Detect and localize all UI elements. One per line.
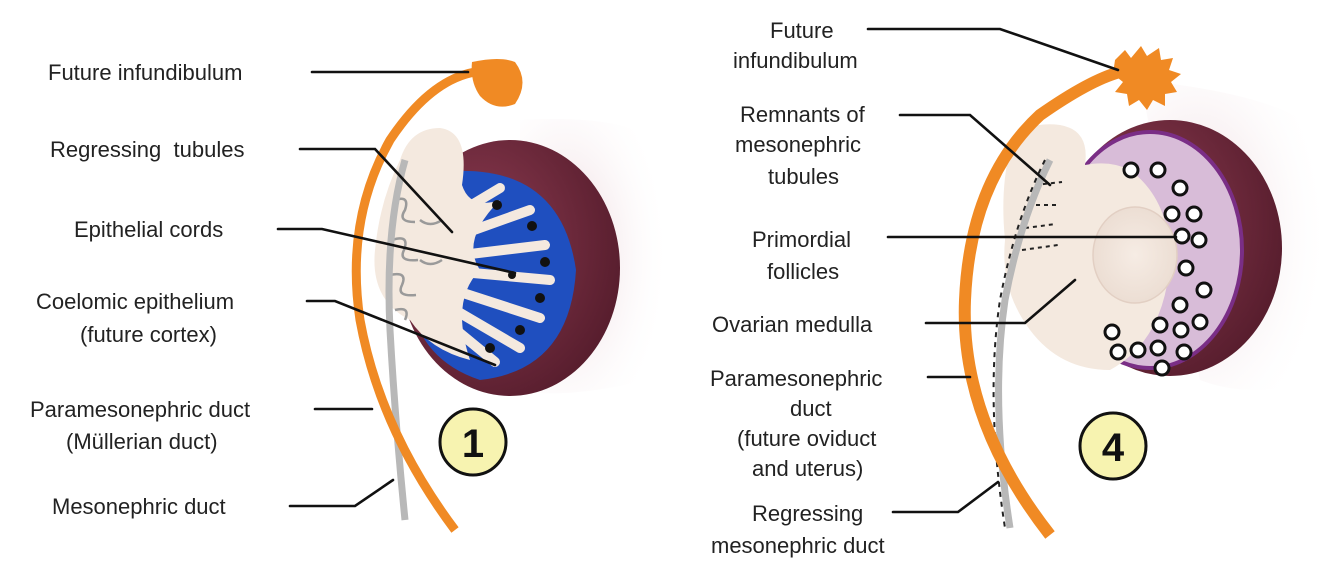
label-primordial: Primordial bbox=[752, 227, 851, 252]
label-infundibulum-4: infundibulum bbox=[733, 48, 858, 73]
paramesonephric-duct bbox=[351, 67, 476, 533]
label-paramesonephric-4: Paramesonephric bbox=[710, 366, 882, 391]
regressing-tubules bbox=[389, 197, 443, 321]
panel-4: Future infundibulum Remnants of mesoneph… bbox=[710, 18, 1330, 558]
gonad-stroma bbox=[374, 128, 500, 360]
germ-cells bbox=[485, 200, 550, 353]
label-regressing-4: Regressing bbox=[752, 501, 863, 526]
fimbriated-infundibulum bbox=[1113, 46, 1181, 110]
label-tubules-4: tubules bbox=[768, 164, 839, 189]
label-epithelial-cords: Epithelial cords bbox=[74, 217, 223, 242]
paramesonephric-duct-4 bbox=[958, 66, 1122, 539]
panel-1: Future infundibulum Regressing tubules E… bbox=[30, 59, 671, 533]
panel-1-badge-number: 1 bbox=[462, 422, 484, 466]
label-mesonephric-duct: Mesonephric duct bbox=[52, 494, 226, 519]
label-future-oviduct: (future oviduct bbox=[737, 426, 876, 451]
panel-4-badge-number: 4 bbox=[1102, 426, 1125, 470]
label-remnants-of: Remnants of bbox=[740, 102, 866, 127]
ovarian-medulla bbox=[1092, 206, 1178, 304]
ovary-stroma bbox=[1003, 124, 1170, 371]
label-mesonephric-4: mesonephric bbox=[735, 132, 861, 157]
primordial-follicles bbox=[1103, 161, 1213, 377]
leader-coelomic bbox=[305, 299, 497, 367]
label-future-infundibulum: Future infundibulum bbox=[48, 60, 242, 85]
leader-cords bbox=[276, 227, 517, 275]
future-infundibulum bbox=[471, 59, 523, 107]
label-regressing-tubules: Regressing tubules bbox=[50, 137, 244, 162]
regressing-mesonephric-duct-outline bbox=[992, 159, 1046, 529]
label-mullerian-duct: (Müllerian duct) bbox=[66, 429, 218, 454]
label-duct-4: duct bbox=[790, 396, 832, 421]
label-regressing-mesonephric-duct: mesonephric duct bbox=[711, 533, 885, 558]
leader-remnants bbox=[898, 113, 1052, 187]
leader-infundibulum-4 bbox=[866, 27, 1120, 72]
leader-regressing-duct bbox=[891, 480, 1000, 514]
leader-tubules bbox=[298, 147, 454, 234]
mesonephric-duct bbox=[385, 159, 409, 521]
leader-mesonephric bbox=[288, 478, 395, 508]
label-follicles: follicles bbox=[767, 259, 839, 284]
epithelial-cords bbox=[445, 183, 555, 367]
label-future-4: Future bbox=[770, 18, 834, 43]
label-coelomic-epithelium: Coelomic epithelium bbox=[36, 289, 234, 314]
label-and-uterus: and uterus) bbox=[752, 456, 863, 481]
leader-medulla bbox=[924, 278, 1077, 325]
panel-4-badge-circle bbox=[1078, 411, 1148, 481]
label-ovarian-medulla: Ovarian medulla bbox=[712, 312, 873, 337]
label-future-cortex: (future cortex) bbox=[80, 322, 217, 347]
panel-1-badge-circle bbox=[438, 407, 508, 477]
mesonephric-tubule-remnants bbox=[1021, 181, 1063, 251]
label-paramesonephric-duct: Paramesonephric duct bbox=[30, 397, 250, 422]
